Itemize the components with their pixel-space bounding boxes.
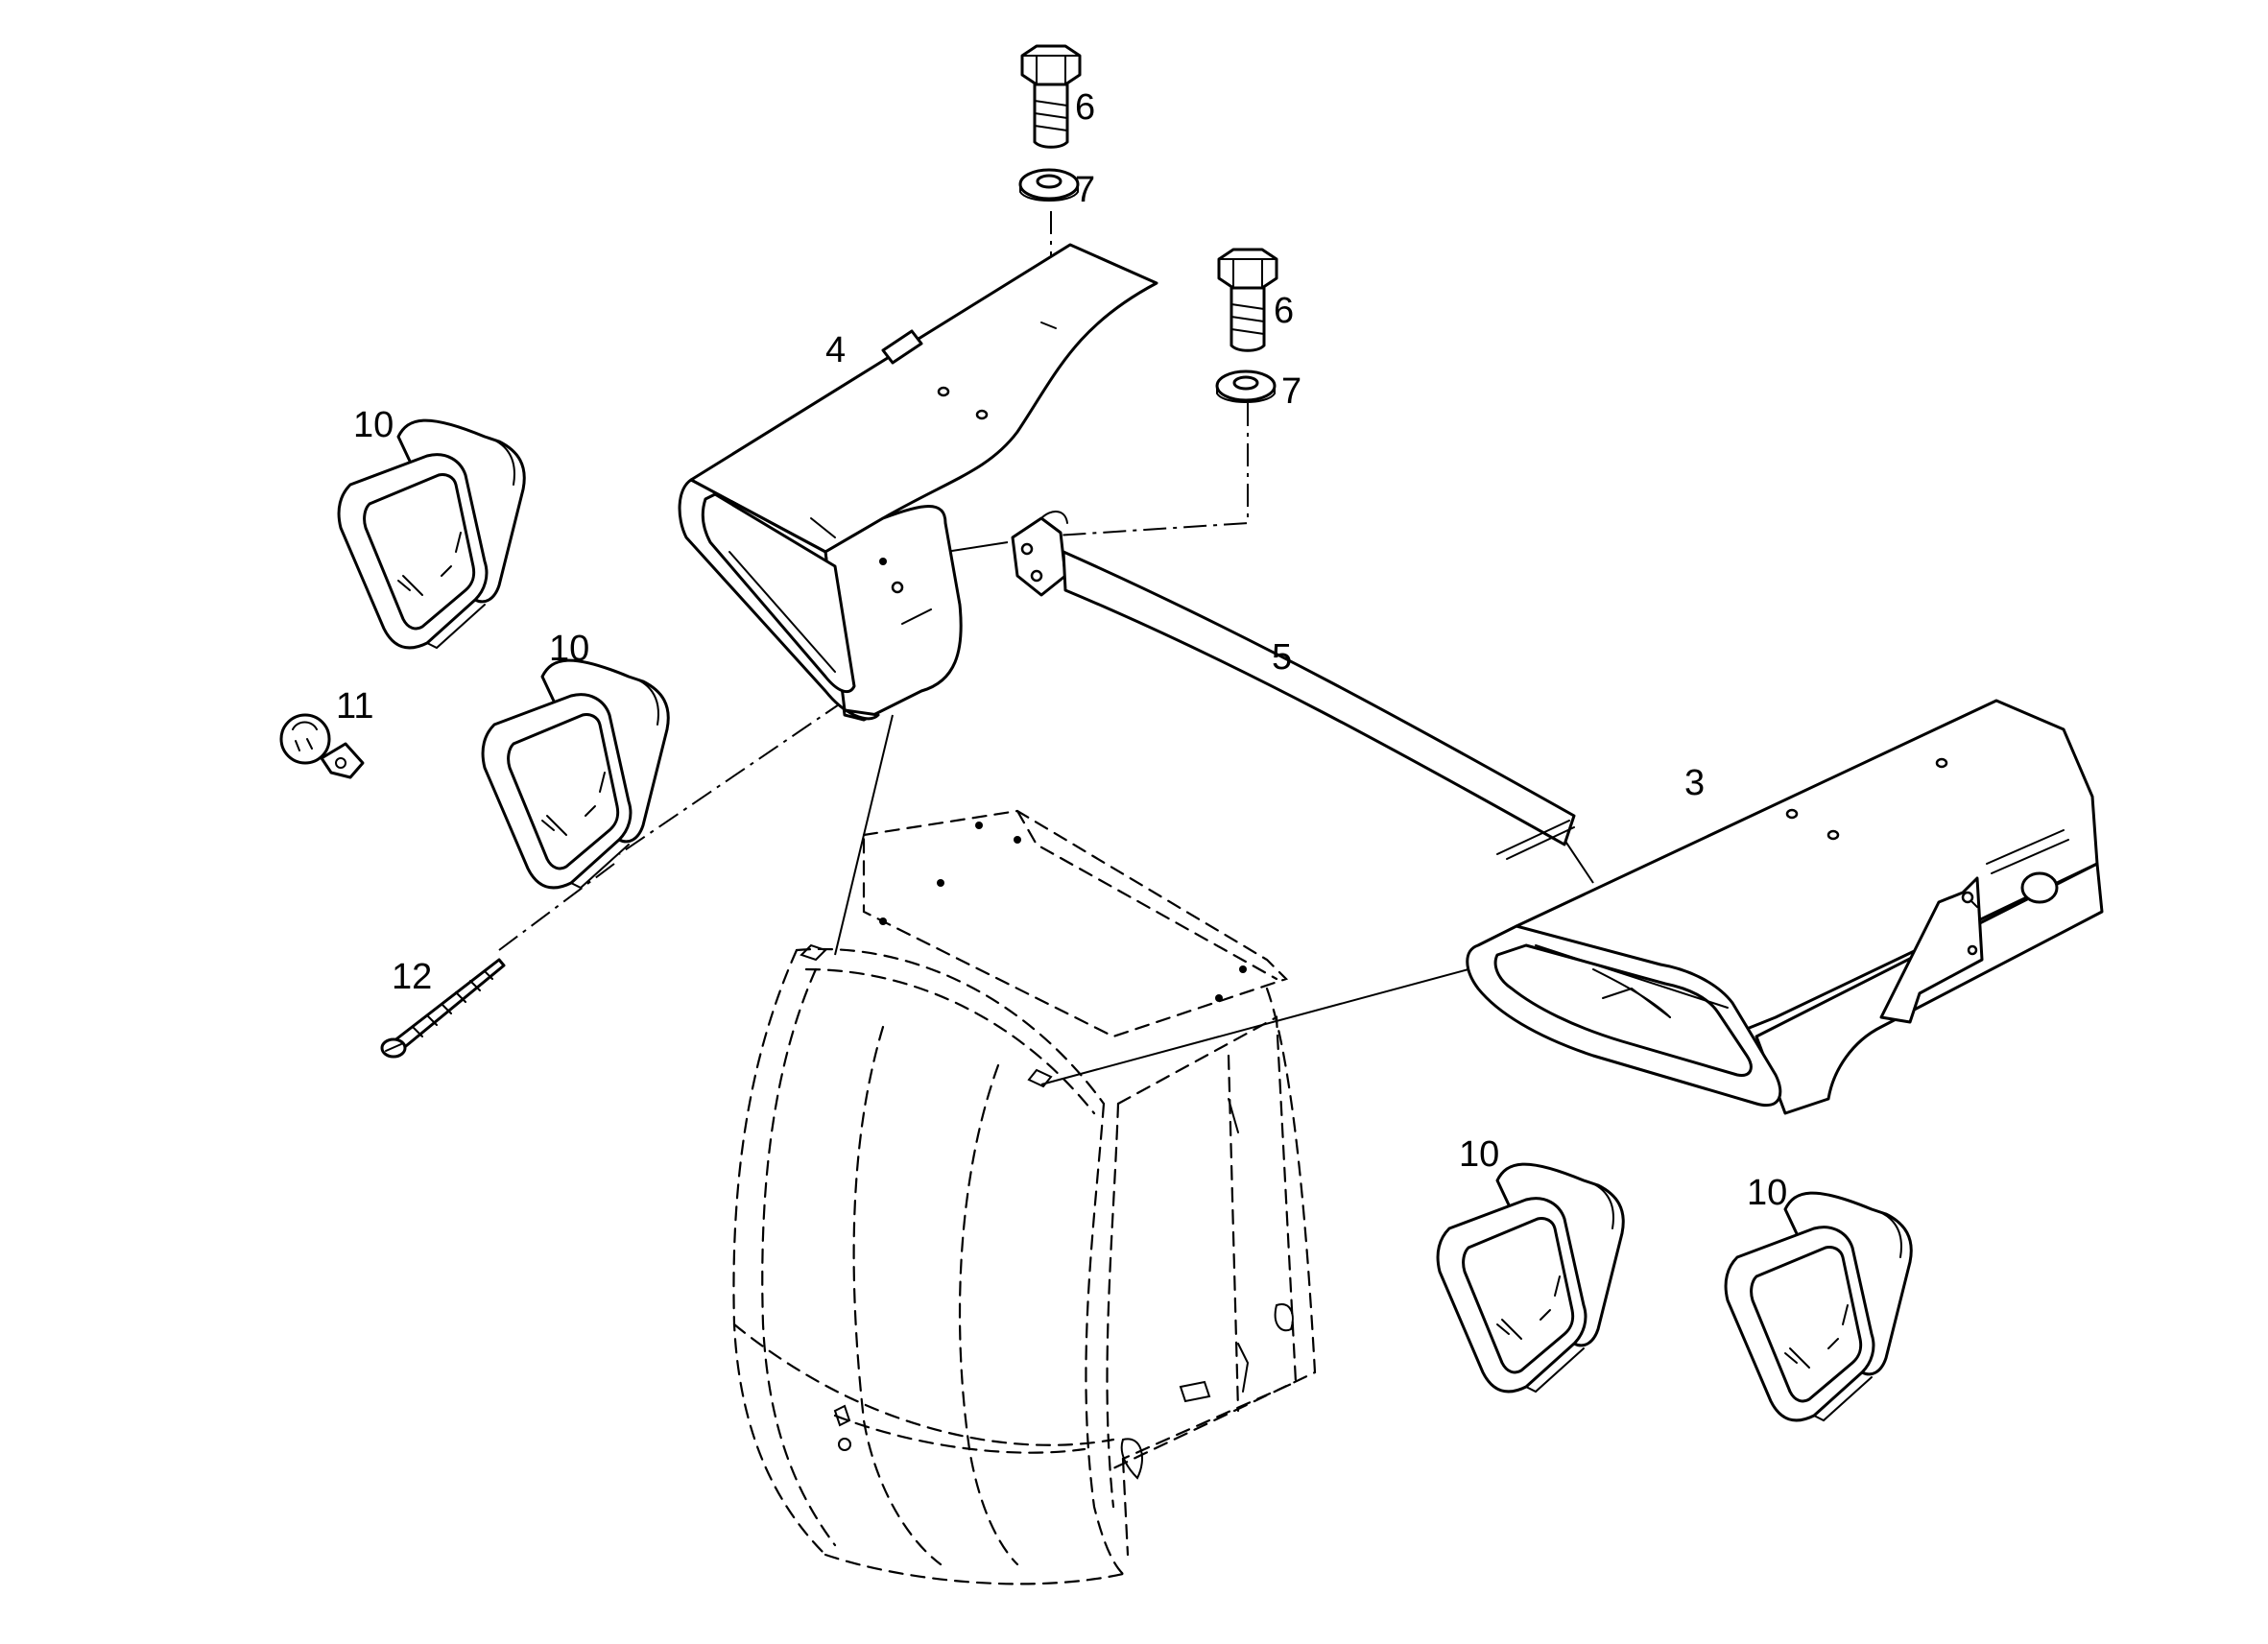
callout-right-housing: 3 bbox=[1684, 763, 1705, 803]
callout-left-housing: 4 bbox=[825, 330, 846, 370]
callout-washer-top: 7 bbox=[1075, 170, 1095, 210]
cab-outline bbox=[732, 809, 1317, 1585]
callout-cross-bar: 5 bbox=[1272, 637, 1292, 678]
callout-light-bottom-right: 10 bbox=[1747, 1173, 1787, 1213]
cross-bar bbox=[1011, 511, 1576, 860]
callout-screw: 12 bbox=[392, 957, 432, 997]
work-light-bottom-left bbox=[1436, 1162, 1625, 1394]
callout-bulb: 11 bbox=[336, 686, 373, 727]
callout-light-bottom-left: 10 bbox=[1459, 1134, 1499, 1175]
callout-light-upper-left: 10 bbox=[353, 405, 394, 445]
bolt-mid bbox=[1217, 248, 1278, 352]
washer-top bbox=[1018, 168, 1080, 202]
screw bbox=[380, 958, 506, 1059]
work-light-bottom-right bbox=[1724, 1191, 1913, 1422]
work-light-upper-left bbox=[337, 418, 526, 650]
left-housing bbox=[678, 243, 1158, 722]
callout-light-mid-left: 10 bbox=[549, 629, 589, 669]
bolt-top bbox=[1020, 44, 1082, 149]
bulb bbox=[279, 713, 365, 779]
callout-bolt-top: 6 bbox=[1075, 87, 1095, 128]
washer-mid bbox=[1215, 369, 1277, 403]
work-light-mid-left bbox=[481, 658, 670, 890]
callout-bolt-mid: 6 bbox=[1274, 291, 1294, 331]
callout-labels: 6 7 6 7 4 10 10 11 12 5 3 10 10 bbox=[336, 87, 1787, 1213]
callout-washer-mid: 7 bbox=[1281, 371, 1301, 412]
right-housing bbox=[1466, 699, 2104, 1115]
